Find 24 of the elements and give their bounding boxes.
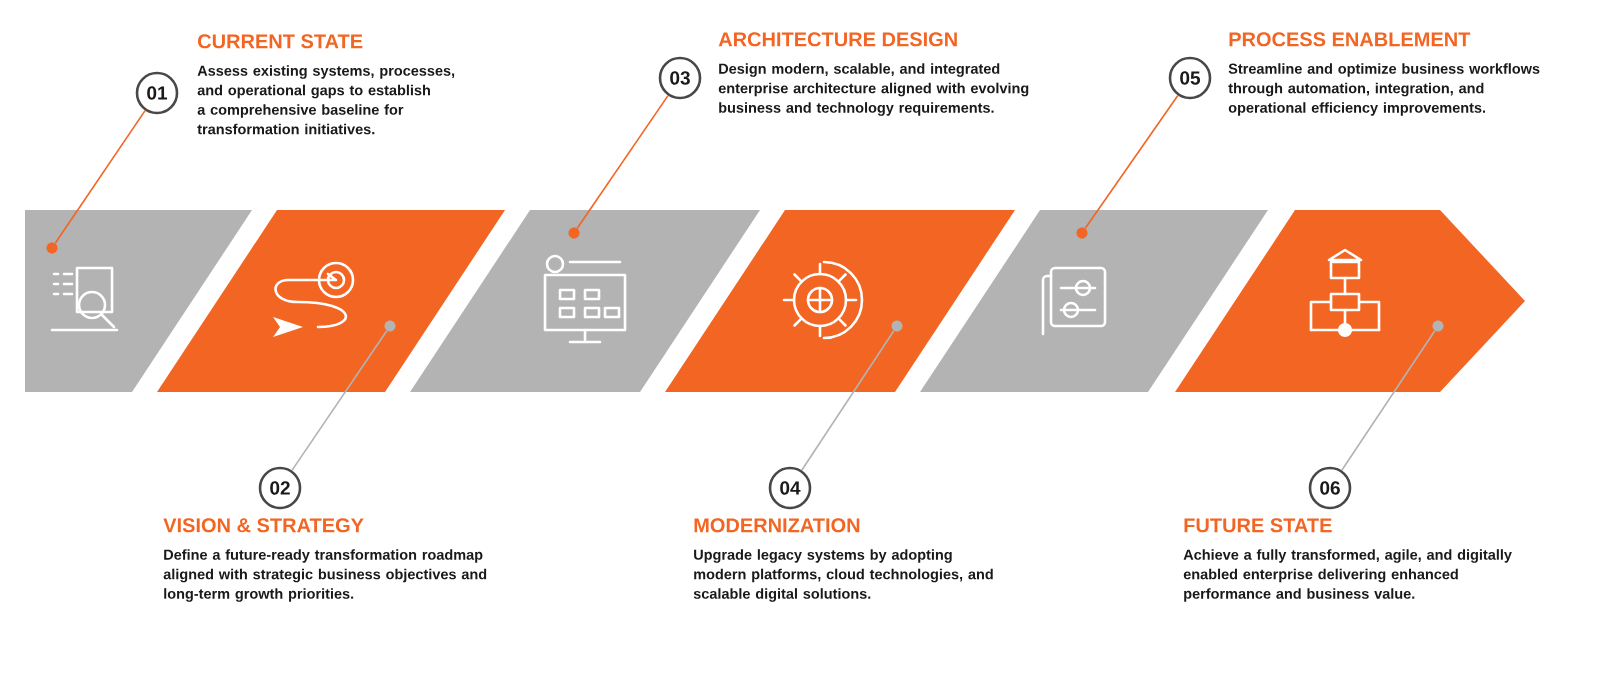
step-description: Assess existing systems, processes, and operational gaps to establish a comprehensive baseline for transformation initiatives. bbox=[197, 65, 455, 135]
step-heading: CURRENT STATE bbox=[198, 34, 363, 49]
chevron-band bbox=[25, 210, 252, 392]
chevron-band bbox=[410, 210, 760, 392]
leader-line bbox=[800, 329, 895, 472]
chevron-band bbox=[1175, 210, 1525, 392]
step-heading: MODERNIZATION bbox=[694, 518, 860, 533]
leader-line bbox=[291, 329, 388, 472]
step-heading: PROCESS ENABLEMENT bbox=[1229, 32, 1471, 47]
step-heading: ARCHITECTURE DESIGN bbox=[718, 32, 957, 47]
leader-line bbox=[54, 109, 146, 245]
leader-line bbox=[1341, 329, 1436, 472]
chevron-band bbox=[665, 210, 1015, 392]
step-description: Define a future-ready transformation roadmap aligned with strategic business objectives and long-term growth priorities. bbox=[163, 549, 487, 602]
leader-line bbox=[576, 94, 669, 230]
chevron-band bbox=[157, 210, 505, 392]
step-description: Streamline and optimize business workflows through automation, integration, and operational efficiency improvements. bbox=[1228, 63, 1540, 116]
chevron-band bbox=[920, 210, 1268, 392]
step-heading: VISION & STRATEGY bbox=[163, 518, 364, 533]
step-heading: FUTURE STATE bbox=[1184, 518, 1332, 533]
leader-line bbox=[1084, 94, 1179, 230]
step-description: Achieve a fully transformed, agile, and digitally enabled enterprise delivering enhanced performance and business value. bbox=[1183, 549, 1512, 602]
step-description: Design modern, scalable, and integrated enterprise architecture aligned with evolving business and technology requirements. bbox=[718, 63, 1029, 116]
step-description: Upgrade legacy systems by adopting modern platforms, cloud technologies, and scalable digital solutions. bbox=[693, 549, 993, 602]
